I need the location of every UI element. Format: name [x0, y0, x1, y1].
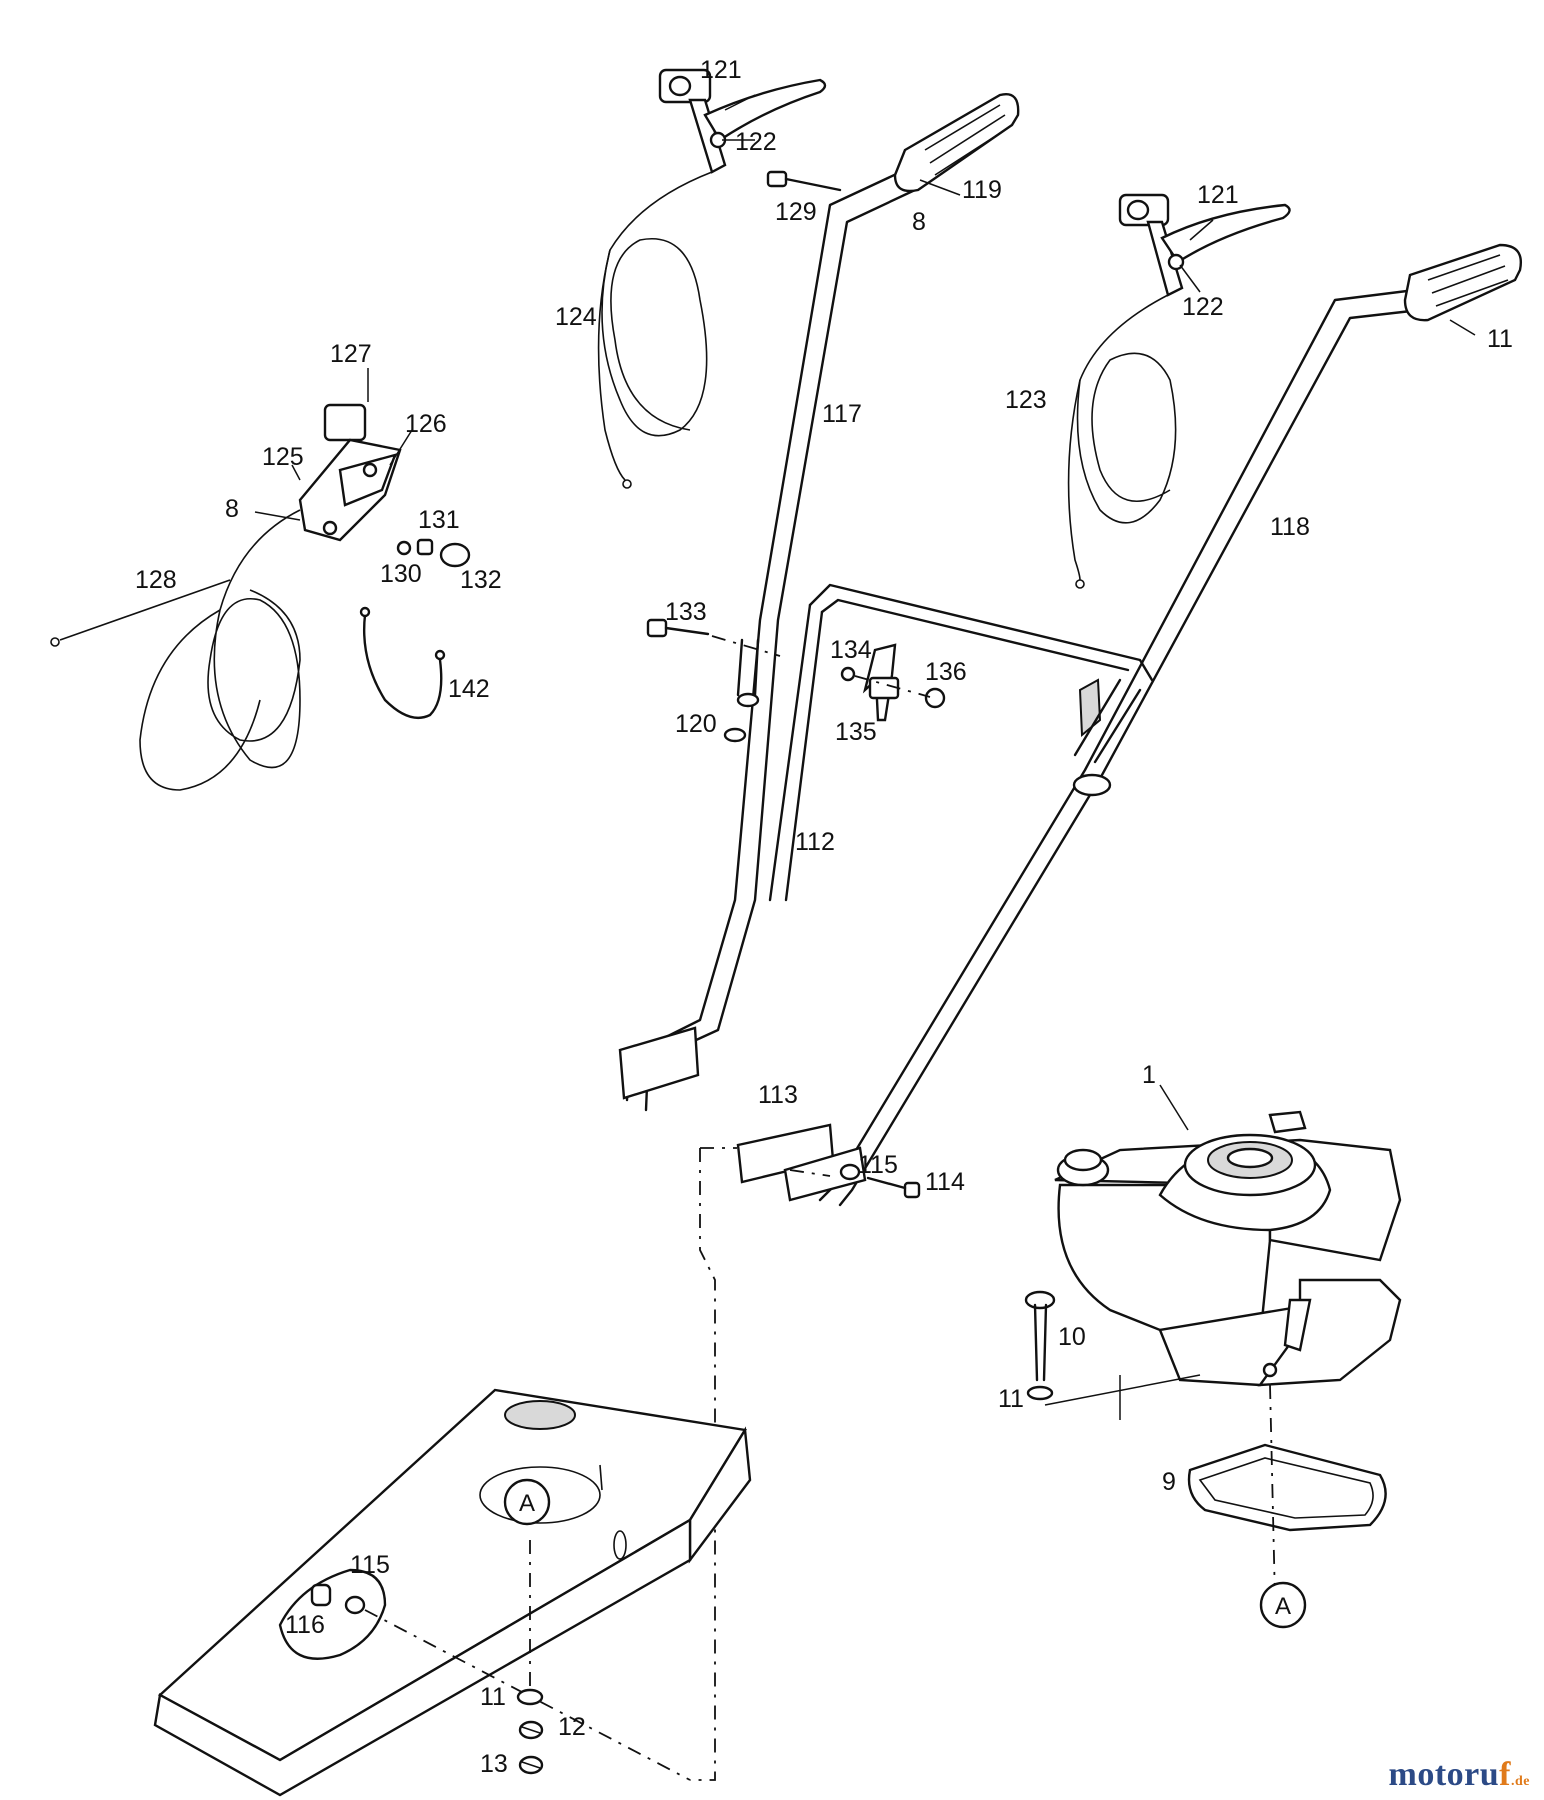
leader-lines [254, 94, 1476, 1420]
label-123: 123 [1005, 386, 1047, 414]
label-114: 114 [925, 1168, 965, 1196]
label-122-right: 122 [1182, 293, 1224, 321]
cable-124 [597, 171, 713, 489]
grip-119 [893, 93, 1020, 193]
label-13: 13 [480, 1750, 508, 1778]
grip-right [1403, 243, 1522, 322]
label-8-top: 8 [912, 208, 926, 236]
engine-1 [1054, 1110, 1402, 1387]
label-131: 131 [418, 506, 460, 534]
cover-9 [1187, 1384, 1387, 1601]
label-118: 118 [1270, 513, 1310, 541]
brake-lever-right [1118, 193, 1291, 297]
svg-text:A: A [1275, 1593, 1291, 1620]
label-116: 116 [285, 1611, 325, 1639]
label-11-engine: 11 [998, 1385, 1024, 1413]
bolt-129 [766, 170, 842, 192]
washers-11-12-13 [516, 1688, 544, 1775]
label-135: 135 [835, 718, 877, 746]
handle-bar-117 [618, 168, 917, 1112]
pin-10 [1024, 1290, 1201, 1406]
throttle-assembly [298, 403, 471, 568]
label-127: 127 [330, 340, 372, 368]
cable-123 [1067, 294, 1177, 589]
label-121-left: 121 [700, 56, 742, 84]
brake-lever-left [658, 68, 827, 174]
label-133: 133 [665, 598, 707, 626]
label-115-top: 115 [858, 1151, 898, 1179]
hardware-133-136 [646, 618, 946, 743]
label-129: 129 [775, 198, 817, 226]
label-1: 1 [1142, 1061, 1156, 1089]
label-122-left: 122 [735, 128, 777, 156]
label-124: 124 [555, 303, 597, 331]
label-136: 136 [925, 658, 967, 686]
label-112: 112 [795, 828, 835, 856]
label-12: 12 [558, 1713, 586, 1741]
label-132: 132 [460, 566, 502, 594]
label-8-left: 8 [225, 495, 239, 523]
label-9: 9 [1162, 1468, 1176, 1496]
label-117: 117 [822, 400, 862, 428]
label-128: 128 [135, 566, 177, 594]
wire-142 [359, 606, 446, 720]
label-11-deck: 11 [480, 1683, 506, 1711]
part-labels: 121 122 119 129 8 124 117 121 122 11 123… [135, 56, 1513, 1778]
marker-a-bottom: A [1259, 1581, 1307, 1629]
label-121-right: 121 [1197, 181, 1239, 209]
handle-bar-118 [818, 288, 1422, 1207]
label-142: 142 [448, 675, 490, 703]
marker-a-top: A [503, 1478, 551, 1526]
label-120: 120 [675, 710, 717, 738]
svg-text:A: A [519, 1490, 535, 1517]
brand-watermark: motoruf.de [1388, 1756, 1530, 1793]
label-125: 125 [262, 443, 304, 471]
label-134: 134 [830, 636, 872, 664]
label-113: 113 [758, 1081, 798, 1109]
mower-deck [153, 1388, 752, 1797]
label-115-deck: 115 [350, 1551, 390, 1579]
label-119: 119 [962, 176, 1002, 204]
cable-128 [50, 509, 301, 791]
label-126: 126 [405, 410, 447, 438]
plates-113-115 [690, 1123, 921, 1781]
label-10: 10 [1058, 1323, 1086, 1351]
label-130: 130 [380, 560, 422, 588]
label-11-grip: 11 [1487, 325, 1513, 353]
